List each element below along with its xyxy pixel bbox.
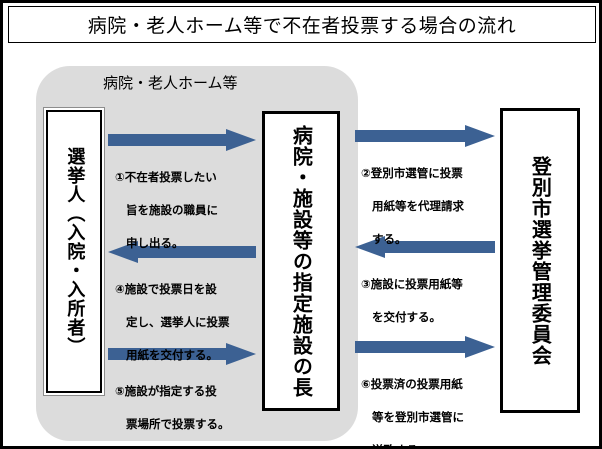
step-caption-5: ⑤施設が指定する投 票場所で投票する。	[115, 367, 257, 446]
entity-box-commission: 登別市選挙管理委員会	[500, 108, 580, 413]
step-caption-3-line-2: を交付する。	[372, 309, 441, 324]
arrow-step-3-left	[355, 236, 495, 258]
step-caption-5-line-1: ⑤施設が指定する投	[115, 384, 217, 399]
step-caption-4: ④施設で投票日を設 定し、選挙人に投票 用紙を交付する。	[115, 265, 257, 379]
page-title: 病院・老人ホーム等で不在者投票する場合の流れ	[87, 15, 517, 37]
arrow-step-5-right	[108, 343, 256, 365]
step-caption-2: ②登別市選管に投票 用紙等を代理請求 する。	[361, 149, 501, 263]
step-caption-5-line-2: 票場所で投票する。	[126, 416, 230, 431]
step-caption-3: ③施設に投票用紙等 を交付する。	[361, 260, 501, 342]
step-caption-6-line-3: 送致する。	[361, 442, 501, 446]
step-caption-6-line-1: ⑥投票済の投票用紙	[361, 377, 463, 392]
entity-label-voter: 選挙人（入院・入所者）	[64, 147, 86, 356]
step-caption-4-line-1: ④施設で投票日を設	[115, 282, 217, 297]
diagram-title-bar: 病院・老人ホーム等で不在者投票する場合の流れ	[8, 6, 596, 43]
step-caption-1-line-3: 申し出る。	[126, 235, 184, 250]
entity-label-commission: 登別市選挙管理委員会	[528, 155, 553, 366]
arrow-step-4-left	[108, 241, 256, 263]
arrow-step-2-right	[355, 125, 495, 147]
arrow-step-1-right	[108, 129, 256, 151]
arrow-step-6-right	[355, 336, 495, 358]
step-caption-6-line-2: 等を登別市選管に	[372, 409, 464, 424]
step-caption-4-line-3: 用紙を交付する。	[126, 347, 218, 362]
step-caption-4-line-2: 定し、選挙人に投票	[126, 314, 230, 329]
entity-box-voter: 選挙人（入院・入所者）	[43, 107, 105, 396]
step-caption-1: ①不在者投票したい 旨を施設の職員に 申し出る。	[115, 153, 257, 267]
entity-box-facility: 病院・施設等の指定施設の長	[262, 111, 340, 411]
step-caption-6: ⑥投票済の投票用紙 等を登別市選管に 送致する。	[361, 360, 501, 446]
step-caption-1-line-2: 旨を施設の職員に	[126, 202, 218, 217]
step-caption-2-line-2: 用紙等を代理請求	[372, 198, 464, 213]
step-caption-3-line-1: ③施設に投票用紙等	[361, 277, 463, 292]
entity-box-voter-frame: 選挙人（入院・入所者）	[46, 110, 102, 393]
step-caption-1-line-1: ①不在者投票したい	[115, 170, 217, 185]
step-caption-2-line-1: ②登別市選管に投票	[361, 166, 463, 181]
facility-zone-label: 病院・老人ホーム等	[103, 74, 238, 92]
step-caption-2-line-3: する。	[372, 231, 407, 246]
entity-label-facility: 病院・施設等の指定施設の長	[289, 124, 314, 398]
